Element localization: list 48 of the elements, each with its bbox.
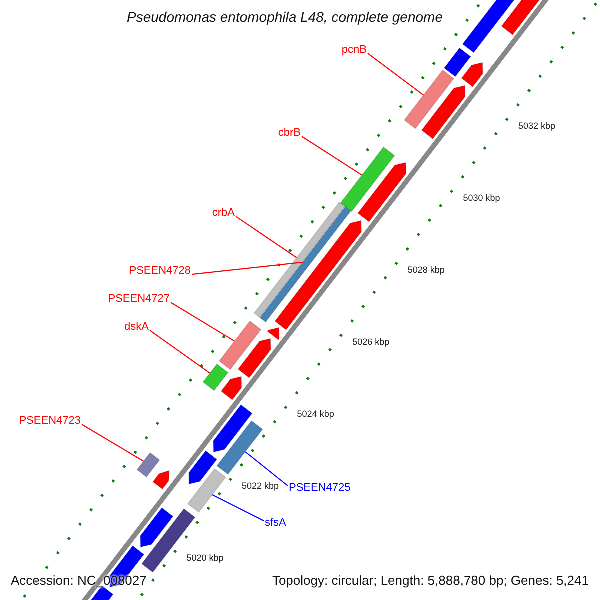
gene-bar (274, 220, 362, 331)
gene-bar (444, 48, 472, 78)
leader-line (82, 424, 144, 462)
gene-label: sfsA (265, 517, 286, 530)
gene-bar (266, 327, 280, 341)
scale-label: 5020 kbp (186, 552, 224, 563)
gene-label: pcnB (342, 44, 367, 57)
scale-label: 5024 kbp (297, 408, 334, 419)
gene-label: PSEEN4727 (108, 293, 170, 306)
gene-bar (220, 376, 242, 401)
gene-label: dskA (124, 321, 149, 334)
leader-line (170, 302, 235, 342)
leader-line (245, 452, 288, 486)
gene-bar (136, 452, 160, 478)
leader-line (150, 330, 210, 374)
scale-label: 5026 kbp (352, 336, 390, 347)
gene-label: PSEEN4723 (19, 415, 81, 428)
gene-label: PSEEN4725 (289, 482, 351, 495)
gene-bar (188, 450, 218, 485)
scale-label: 5030 kbp (463, 192, 500, 203)
scale-label: 5028 kbp (408, 264, 445, 275)
leader-line (368, 53, 424, 96)
gene-label: PSEEN4728 (129, 265, 191, 278)
gene-bar (140, 507, 174, 548)
gene-bar (421, 85, 466, 140)
leader-line (212, 494, 264, 522)
gene-label: crbA (212, 207, 235, 220)
title: Pseudomonas entomophila L48, complete genome (127, 9, 443, 26)
gene-bar (152, 470, 170, 490)
gene-label: cbrB (278, 127, 301, 140)
scale-label: 5022 kbp (242, 480, 280, 491)
gene-bar (461, 62, 484, 88)
gene-bar (254, 202, 346, 318)
gene-bar (213, 404, 253, 453)
gene-bar (238, 338, 272, 379)
gene-bar (202, 364, 229, 392)
gene-bar (187, 468, 226, 514)
leader-line (236, 216, 298, 258)
gene-bar (404, 70, 455, 130)
gene-bar (216, 420, 264, 476)
scale-label: 5032 kbp (518, 120, 556, 131)
gene-bar (358, 162, 406, 223)
leader-line (192, 262, 303, 276)
footer-text: Topology: circular; Length: 5,888,780 bp; Genes: 5,241 (271, 574, 590, 589)
gene-bar (340, 146, 396, 212)
gene-bar (218, 320, 262, 370)
gene-bar (260, 206, 352, 323)
leader-line (302, 136, 362, 176)
